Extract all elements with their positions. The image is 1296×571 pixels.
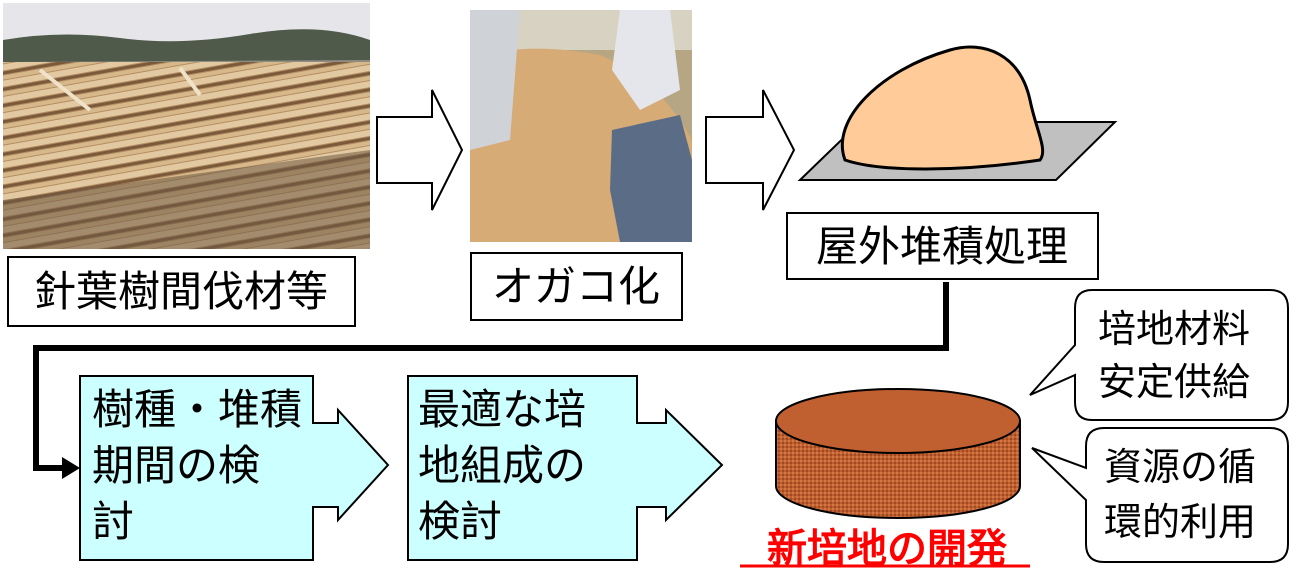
step1-line-1: 樹種・堆積	[92, 385, 302, 434]
new-medium-illustration	[775, 388, 1021, 519]
bubble2-line-1: 資源の循	[1104, 445, 1256, 489]
connector-line	[33, 282, 949, 471]
outdoor-label: 屋外堆積処理	[816, 222, 1068, 271]
step2-line-1: 最適な培	[418, 385, 586, 434]
step1-line-2: 期間の検	[92, 441, 260, 490]
logs-label-box: 針葉樹間伐材等	[7, 256, 356, 327]
step2-line-3: 検討	[418, 497, 502, 546]
new-medium-label: 新培地の開発	[767, 526, 1008, 571]
logs-photo	[3, 3, 370, 249]
logs-label: 針葉樹間伐材等	[34, 267, 328, 316]
process-arrow-2	[705, 89, 796, 211]
step1-line-3: 討	[92, 497, 134, 546]
sawdust-photo	[470, 10, 692, 242]
step2-callout: 最適な培 地組成の 検討	[407, 375, 724, 561]
bubble2-line-2: 環的利用	[1104, 500, 1256, 544]
sawdust-label: オガコ化	[492, 262, 660, 311]
sawdust-label-box: オガコ化	[470, 252, 683, 321]
process-arrow-1	[376, 89, 464, 211]
connector-arrowhead	[62, 457, 80, 479]
bubble-recycling: 資源の循 環的利用	[1031, 427, 1289, 563]
pile-illustration	[797, 45, 1118, 181]
step2-line-2: 地組成の	[418, 441, 586, 490]
outdoor-label-box: 屋外堆積処理	[786, 212, 1099, 280]
bubble-stable-supply: 培地材料 安定供給	[1029, 289, 1289, 421]
step1-callout: 樹種・堆積 期間の検 討	[79, 375, 390, 561]
bubble1-line-1: 培地材料	[1098, 307, 1250, 351]
new-medium-title: 新培地の開発	[740, 526, 1030, 571]
bubble1-line-2: 安定供給	[1098, 360, 1250, 404]
